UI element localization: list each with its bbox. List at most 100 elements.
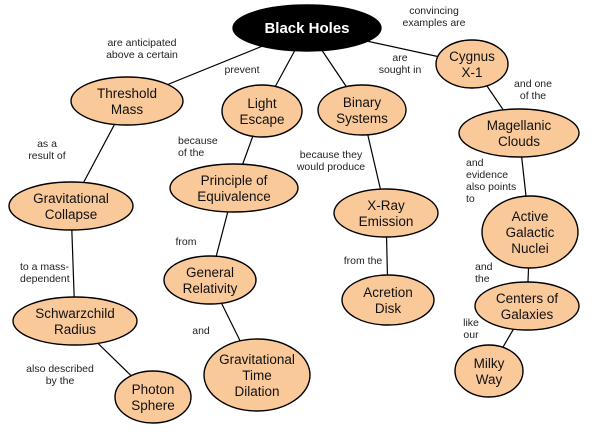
link-label-line: convincing xyxy=(409,5,459,17)
concept-node-black-holes-label: Black Holes xyxy=(264,20,349,37)
link-label-from2: from the xyxy=(344,255,383,267)
link-label-line: as a xyxy=(37,138,57,150)
concept-node-label-line: Acretion xyxy=(363,285,413,300)
concept-node-label-line: Dilation xyxy=(234,384,279,399)
link-label-mass-dependent: to a mass-dependent xyxy=(20,261,70,285)
concept-node-gravitational-collapse-shape xyxy=(8,181,134,231)
link-label-line: from the xyxy=(344,255,383,267)
concept-node-label-line: Collapse xyxy=(45,207,98,222)
link-label-line: above a certain xyxy=(106,49,178,61)
concept-node-light-escape-shape xyxy=(221,84,303,138)
link-label-line: our xyxy=(463,329,479,341)
concept-node-gravitational-time-dilation-shape xyxy=(203,338,311,412)
concept-node-label-line: Photon xyxy=(132,382,175,397)
concept-node-label-line: X-1 xyxy=(461,65,482,80)
link-label-line: also described xyxy=(26,363,94,375)
concept-node-centers-galaxies-shape xyxy=(474,281,580,331)
concept-node-label-line: Equivalence xyxy=(197,189,271,204)
link-label-and1: and xyxy=(192,325,210,337)
concept-node-label-line: Cygnus xyxy=(449,49,495,64)
link-label-line: evidence xyxy=(466,169,508,181)
concept-node-label-line: Galaxies xyxy=(501,307,554,322)
concept-node-black-holes-shape xyxy=(232,4,382,52)
concept-node-label-line: Radius xyxy=(54,322,96,337)
concept-node-label-line: X-Ray xyxy=(367,198,405,213)
concept-node-label-line: Black Holes xyxy=(264,20,349,37)
link-label-prevent: prevent xyxy=(224,64,259,76)
link-label-line: sought in xyxy=(379,64,422,76)
concept-node-label-line: Binary xyxy=(343,95,382,110)
concept-node-label-line: General xyxy=(186,265,234,280)
concept-node-label-line: Threshold xyxy=(97,86,157,101)
link-label-line: prevent xyxy=(224,64,259,76)
concept-node-label-line: Mass xyxy=(111,102,144,117)
concept-node-label-line: Escape xyxy=(239,112,284,127)
link-label-line: by the xyxy=(46,375,75,387)
concept-node-principle-equivalence-shape xyxy=(169,163,299,213)
concept-node-label-line: Schwarzchild xyxy=(35,306,115,321)
link-label-line: and one xyxy=(514,78,552,90)
concept-node-label-line: Systems xyxy=(336,111,388,126)
concept-node-acretion-disk-shape xyxy=(341,274,435,326)
link-label-line: like xyxy=(463,317,479,329)
concept-node-label-line: Relativity xyxy=(183,281,238,296)
link-label-line: of the xyxy=(178,147,204,159)
concept-node-label-line: Galactic xyxy=(506,225,555,240)
link-label-line: the xyxy=(475,273,490,285)
link-label-from1: from xyxy=(176,236,197,248)
concept-node-label-line: Principle of xyxy=(201,173,268,188)
concept-node-black-holes: Black Holes xyxy=(232,4,382,52)
concept-node-cygnus-x1-shape xyxy=(435,39,509,89)
concept-node-active-galactic-nuclei-shape xyxy=(481,195,579,269)
concept-node-general-relativity-shape xyxy=(163,255,257,305)
link-label-line: to xyxy=(466,193,475,205)
link-label-line: and xyxy=(466,157,484,169)
link-label-line: are xyxy=(392,52,407,64)
concept-node-binary-systems-shape xyxy=(317,84,407,136)
link-label-line: and xyxy=(192,325,210,337)
link-label-line: because they xyxy=(300,149,363,161)
link-label-line: result of xyxy=(28,150,65,162)
concept-node-xray-emission-shape xyxy=(333,188,439,238)
link-label-line: of the xyxy=(520,90,546,102)
concept-node-label-line: Disk xyxy=(375,301,401,316)
concept-node-label-line: Magellanic xyxy=(487,118,552,133)
link-label-line: are anticipated xyxy=(108,37,177,49)
concept-node-label-line: Active xyxy=(512,209,549,224)
